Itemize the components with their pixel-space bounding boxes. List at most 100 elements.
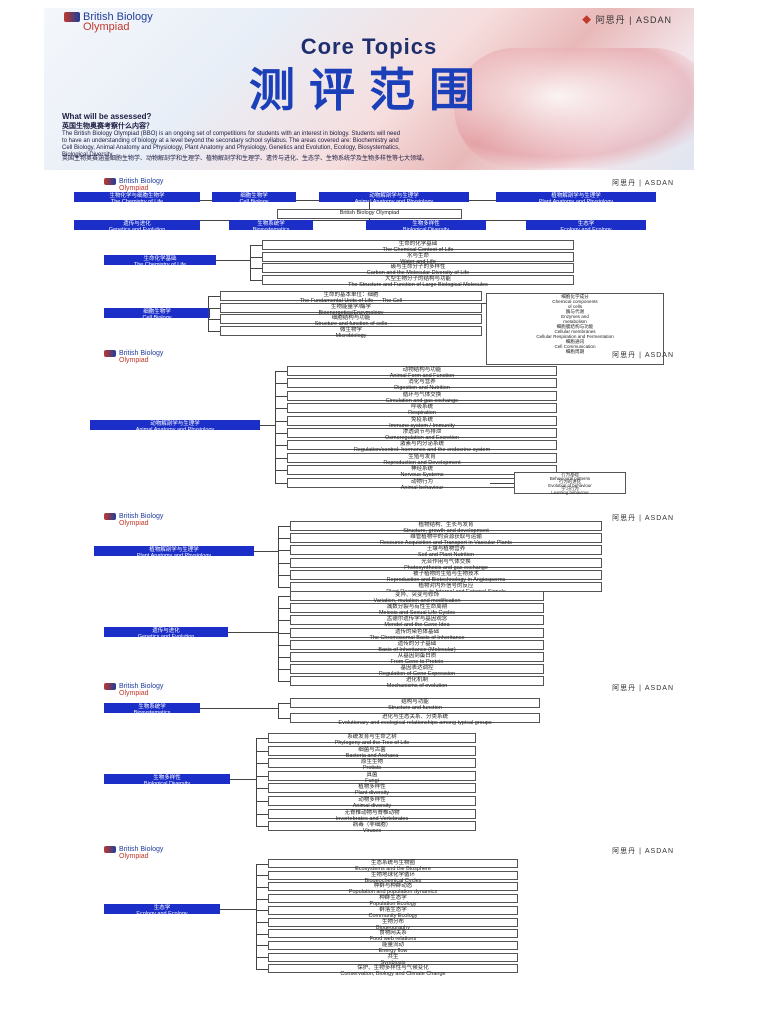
connector-line bbox=[256, 788, 268, 790]
topic-item-plant-line: 被子植物的生殖与生物技术 bbox=[412, 570, 479, 577]
topic-item-plant-line: Soil and Plant Nutrition bbox=[418, 552, 474, 559]
topic-item-genetics-line: 进化机制 bbox=[405, 677, 428, 684]
connector-line bbox=[275, 371, 287, 372]
glass-decoration bbox=[454, 48, 694, 168]
overview-top-node-line: The Chemistry of Life bbox=[110, 199, 164, 205]
connector-line bbox=[256, 863, 268, 865]
cell-detail-box-line: metabolism bbox=[563, 319, 587, 324]
topic-item-animal-line: Animal Form and Function bbox=[389, 373, 455, 379]
topic-item-genetics-line: 孟德尔遗传学与基因观念 bbox=[386, 616, 448, 623]
topic-item-diversity-line: Plant diversity bbox=[354, 790, 390, 797]
connector-line bbox=[278, 703, 290, 704]
topic-item-genetics-line: 变异、突变与修饰 bbox=[394, 592, 439, 598]
topic-item-cell-line: Bioenergetics/Enzymology bbox=[318, 309, 384, 316]
topic-item-diversity-line: 无脊椎动物与脊椎动物 bbox=[344, 809, 400, 816]
topic-item-genetics-line: Variation, mutation and modification bbox=[373, 598, 461, 604]
connector-line bbox=[278, 562, 290, 564]
overview-top-node-line: 植物解剖学与生理学 bbox=[551, 193, 601, 199]
assess-text: The British Biology Olympiad (BBO) is an… bbox=[62, 131, 401, 158]
bbo-logo-icon bbox=[104, 350, 116, 357]
connector-line bbox=[250, 256, 262, 258]
cell-detail-box-line: 细胞膜结构与功能 bbox=[556, 324, 594, 329]
topic-item-animal-line: 渗透调节与排泄 bbox=[402, 429, 442, 435]
connector-line bbox=[256, 826, 268, 828]
topic-item-animal-line: Nervous Systems bbox=[400, 472, 444, 479]
connector-line bbox=[275, 395, 287, 397]
topic-item-ecology-line: Community Ecology bbox=[368, 912, 418, 919]
connector-line bbox=[278, 596, 279, 683]
connector-line bbox=[256, 898, 268, 900]
topic-item-cell-line: 生命的基本单位：细胞 bbox=[323, 292, 379, 298]
assess-heading: What will be assessed? bbox=[62, 112, 152, 121]
assess-text-zh: 英国生物奥赛涵盖细胞生物学、动物解剖学和生理学、植物解剖学和生理学、遗传与进化、… bbox=[62, 156, 429, 162]
topic-item-genetics-line: From Gene to Protein bbox=[390, 659, 444, 665]
topic-item-diversity-line: Fungi bbox=[365, 777, 379, 784]
cell-detail-box-line: Cell Communication bbox=[554, 344, 596, 349]
topic-item-ecology-line: Biogeochemical Cycles bbox=[364, 877, 422, 884]
topic-item-genetics-line: Regulation of Gene Expression bbox=[378, 671, 456, 678]
topic-item-chem-line: 水与生命 bbox=[406, 252, 429, 259]
topic-item-biosys-line: 结构与功能 bbox=[401, 699, 429, 705]
connector-line bbox=[490, 483, 514, 484]
topic-item-animal-line: 生殖与发育 bbox=[408, 453, 436, 460]
connector-line bbox=[256, 945, 268, 947]
connector-line bbox=[278, 632, 290, 634]
connector-line bbox=[256, 910, 268, 912]
asdan-logo: ◆ 阿思丹 | ASDAN bbox=[582, 15, 672, 25]
poster-page: British Biology Olympiad ◆ 阿思丹 | ASDAN C… bbox=[44, 8, 694, 1018]
topic-item-animal-line: Respiration bbox=[408, 410, 436, 417]
topic-item-animal-line: Animal behaviour bbox=[400, 484, 444, 491]
cell-detail-box-line: 细胞通讯 bbox=[565, 339, 585, 344]
overview-bottom-node-line: 生态学 bbox=[577, 221, 595, 227]
section-title-animal-line: Animal Anatomy and Physiology bbox=[135, 427, 215, 433]
topic-item-ecology-line: Biogeography bbox=[376, 924, 410, 931]
topic-item-biosys-line: Structure and function bbox=[388, 705, 442, 711]
topic-item-ecology-line: Food web relations bbox=[369, 936, 417, 943]
topic-item-animal-line: Regulation/control: hormones and the end… bbox=[353, 447, 491, 454]
connector-line bbox=[278, 538, 290, 540]
bbo-logo-line1: British Biology bbox=[119, 350, 164, 357]
asdan-logo: 阿思丹 | ASDAN bbox=[612, 515, 674, 522]
connector-line bbox=[250, 268, 262, 269]
topic-item-chem-line: The Chemical Context of Life bbox=[382, 247, 454, 253]
topic-item-plant-line: 土壤与植物营养 bbox=[426, 546, 466, 553]
section-title-genetics-line: 遗传与进化 bbox=[152, 628, 180, 634]
section-title-plant-line: 植物解剖学与生理学 bbox=[149, 547, 199, 553]
cell-detail-box-line: Cellular Respiration and Fermentation bbox=[536, 334, 614, 339]
connector-line bbox=[278, 620, 290, 622]
topic-item-plant-line: 维管植物中的资源获取与运输 bbox=[410, 534, 482, 541]
topic-item-animal-line: 呼吸系统 bbox=[410, 404, 433, 411]
assess-heading-zh: 英国生物奥赛考察什么内容？ bbox=[62, 123, 153, 130]
asdan-logo-icon: ◆ bbox=[582, 15, 593, 25]
topic-item-genetics-line: The Chromosomal Basis of Inheritance bbox=[369, 634, 465, 641]
topic-item-chem-line: 大型生物分子的结构与功能 bbox=[384, 275, 451, 282]
bbo-logo-line1: British Biology bbox=[119, 178, 164, 185]
connector-line bbox=[256, 801, 268, 802]
connector-line bbox=[275, 470, 287, 472]
section-title-biosys-line: Biosystematics bbox=[133, 710, 171, 716]
topic-item-cell-line: The Fundamental Units of Life — The Cell bbox=[299, 298, 403, 304]
topic-item-genetics-line: Mechanisms of evolution bbox=[386, 683, 448, 690]
topic-item-ecology-line: 群落生态学 bbox=[379, 906, 407, 913]
topic-item-genetics-line: 基因表达调控 bbox=[400, 665, 434, 672]
topic-item-animal-line: Immune system / Immunity bbox=[389, 422, 455, 429]
topic-item-genetics-line: Basis of Inheritance (Molecular) bbox=[378, 646, 456, 653]
animal-detail-box-line: Behavioural patterns bbox=[549, 475, 591, 481]
connector-line bbox=[208, 330, 220, 332]
animal-detail-box-line: Evolution of behaviour bbox=[548, 482, 592, 488]
